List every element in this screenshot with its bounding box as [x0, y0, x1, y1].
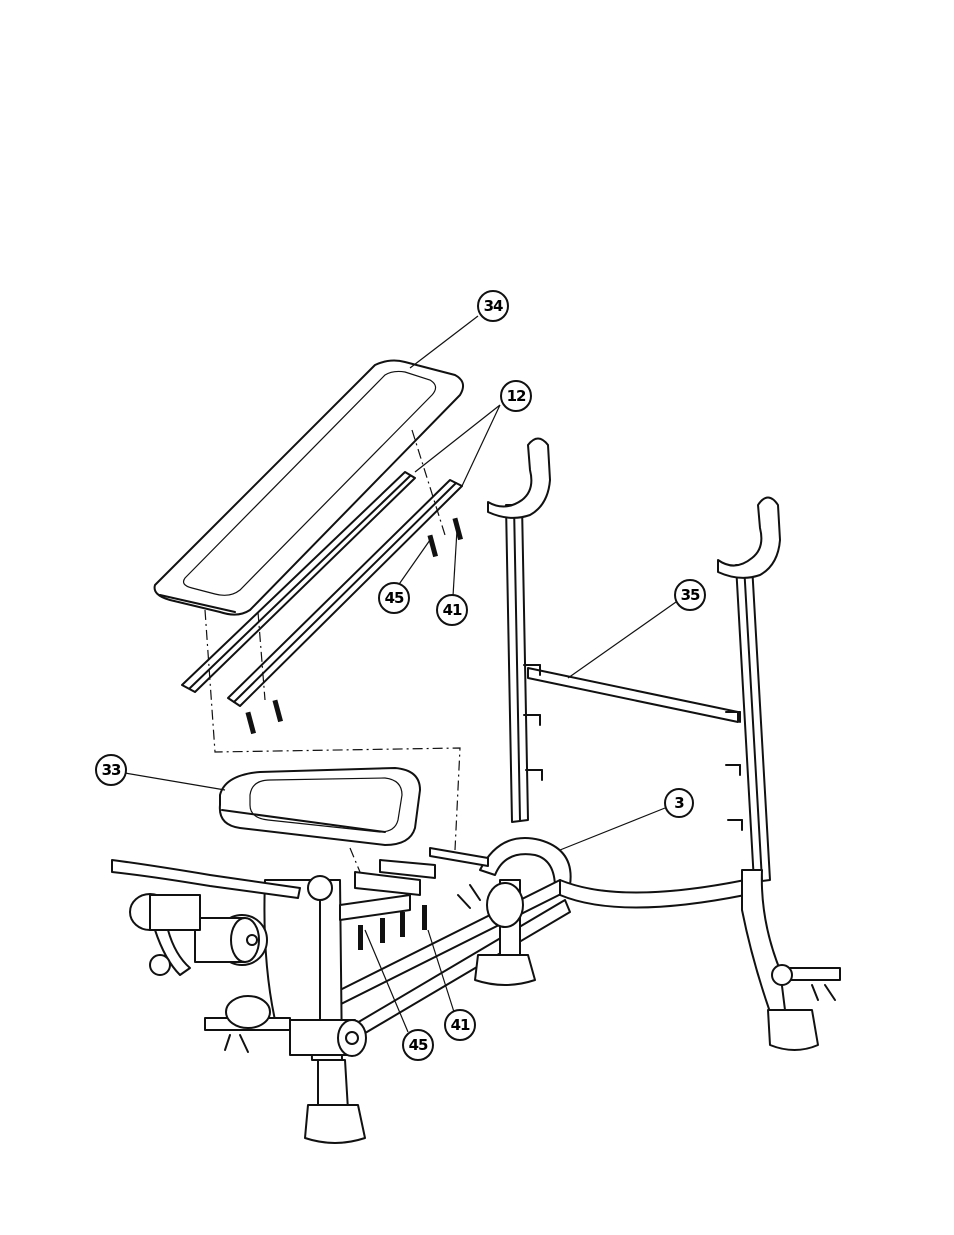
- callout-45-lower: 45: [403, 1030, 433, 1060]
- callout-12-label: 12: [507, 387, 526, 405]
- callout-41-lower: 41: [445, 1010, 475, 1040]
- callout-34-label: 34: [484, 297, 503, 315]
- callout-3-label: 3: [674, 794, 684, 812]
- callout-41-lower-label: 41: [451, 1016, 470, 1034]
- callout-34: 34: [478, 291, 508, 321]
- callout-12: 12: [501, 381, 531, 411]
- seat-pad: [220, 768, 420, 845]
- callout-45-upper: 45: [379, 583, 409, 613]
- callout-33-label: 33: [102, 761, 121, 779]
- callout-41-upper-label: 41: [443, 601, 462, 619]
- callout-35: 35: [675, 580, 705, 610]
- callout-35-label: 35: [681, 586, 700, 604]
- callout-33: 33: [96, 755, 126, 785]
- callout-45-upper-label: 45: [385, 589, 404, 607]
- rack-uprights: [488, 439, 780, 883]
- callout-41-upper: 41: [437, 595, 467, 625]
- callout-3: 3: [665, 789, 693, 817]
- callout-45-lower-label: 45: [409, 1036, 428, 1054]
